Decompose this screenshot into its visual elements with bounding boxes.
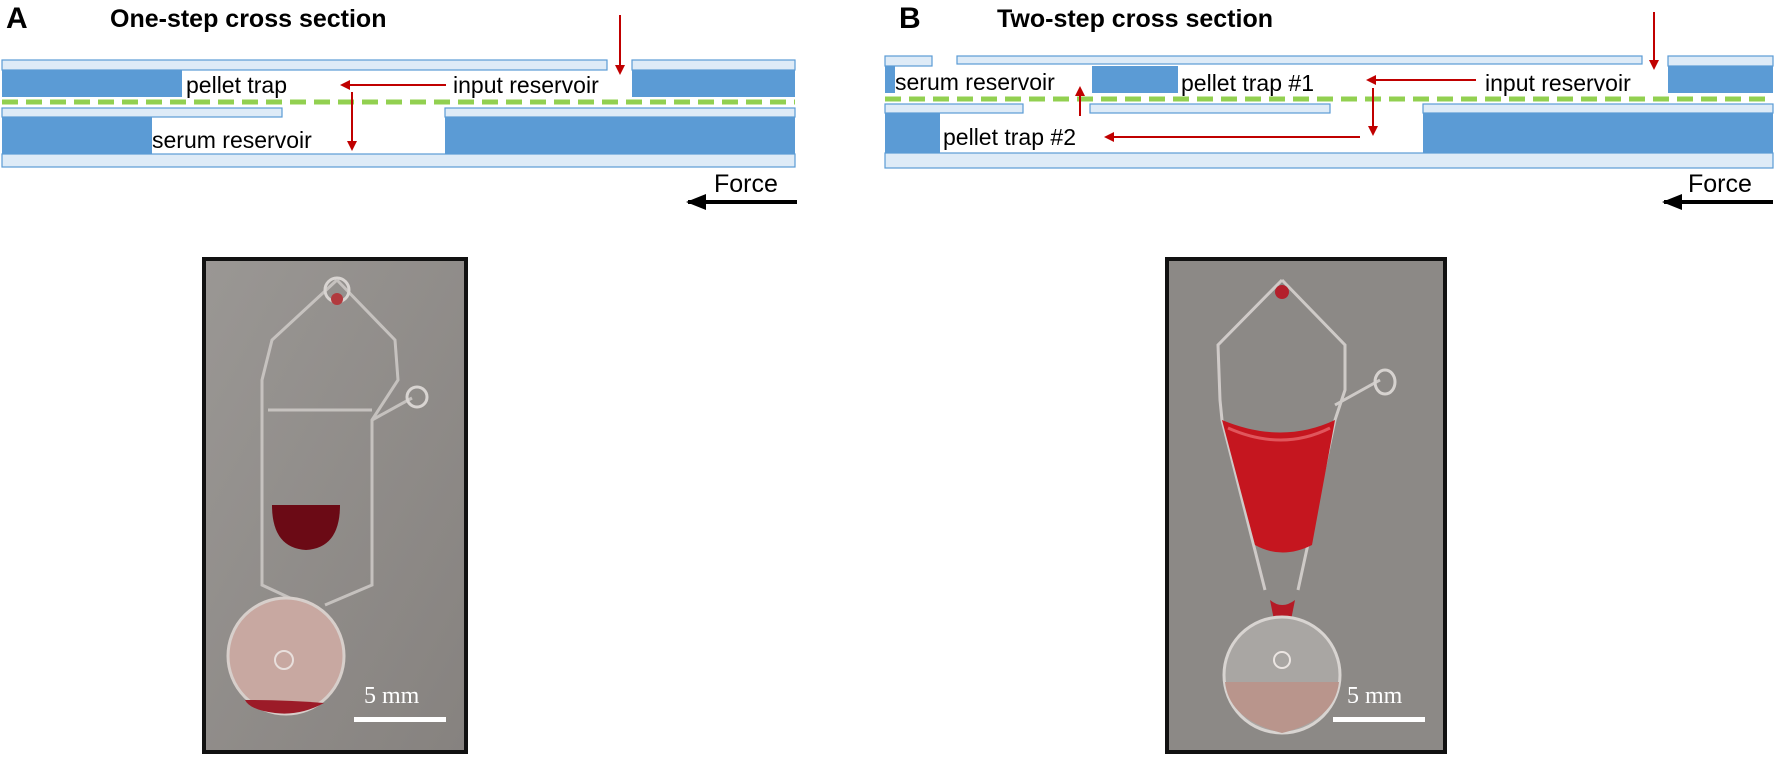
bottom-cover [1, 153, 796, 168]
serum-port-b [1273, 651, 1291, 669]
label-pellet-trap-2: pellet trap #2 [943, 124, 1076, 150]
middle-cover-right [444, 107, 796, 118]
inlet-drop-a [331, 293, 343, 305]
upper-layer-right [632, 70, 795, 97]
device-side-arm [371, 396, 413, 422]
middle-cover-left [1, 107, 283, 118]
middle-cover-b-right [1422, 103, 1774, 114]
force-label-a: Force [714, 170, 778, 198]
label-pellet-trap-1: pellet trap #1 [1181, 70, 1314, 96]
device-photo-b: 5 mm [1165, 257, 1447, 754]
upper-layer-b-middle [1092, 66, 1178, 93]
scale-bar-b [1333, 717, 1425, 722]
top-cover-b-right [1667, 55, 1774, 67]
bottom-cover-b [884, 152, 1774, 169]
serum-fill-b [1225, 682, 1339, 733]
serum-chamber-a [226, 596, 346, 716]
lower-layer-b-right [1423, 113, 1773, 153]
label-serum-reservoir-b: serum reservoir [895, 69, 1055, 95]
upper-layer-left [2, 70, 182, 97]
device-side-arm-b [1334, 378, 1381, 407]
blood-meniscus-b [1227, 426, 1331, 442]
label-serum-reservoir: serum reservoir [152, 127, 312, 153]
middle-cover-b-left [884, 103, 1024, 114]
label-pellet-trap: pellet trap [186, 72, 287, 98]
force-label-b: Force [1688, 170, 1752, 198]
label-input-reservoir: input reservoir [453, 72, 599, 98]
device-photo-a: 5 mm [202, 257, 468, 754]
panel-a-cross-section: pellet trap input reservoir serum reserv… [1, 15, 797, 210]
blood-pellet-trap-b [1222, 420, 1335, 553]
panel-b-title: Two-step cross section [997, 5, 1273, 33]
inlet-drop-b [1275, 285, 1289, 299]
upper-layer-b-left [885, 66, 895, 93]
device-channel-right [324, 278, 400, 607]
panel-a: A One-step cross section pellet trap inp… [1, 2, 797, 754]
lower-layer-b-left [885, 113, 940, 153]
device-channel-left [260, 278, 339, 607]
panel-b: B Two-step cross section serum reservoir [884, 2, 1774, 754]
middle-cover-b-middle [1089, 103, 1331, 114]
side-port-a [405, 385, 429, 409]
lower-layer-right [445, 117, 795, 154]
panel-b-letter: B [899, 2, 921, 35]
panel-a-letter: A [6, 2, 28, 35]
top-cover-left [1, 59, 608, 71]
scale-bar-label-a: 5 mm [364, 683, 420, 709]
serum-sediment-a [245, 700, 324, 714]
upper-layer-b-right [1668, 66, 1773, 93]
scale-bar-label-b: 5 mm [1347, 683, 1403, 709]
top-cover-b-left [884, 55, 933, 67]
device-channel-left-b [1216, 278, 1284, 591]
pellet-a [272, 505, 340, 550]
top-cover-right [631, 59, 796, 71]
scale-bar-a [354, 717, 446, 722]
side-port-b [1373, 368, 1397, 396]
lower-layer-left [2, 117, 152, 154]
serum-port-a [274, 650, 294, 670]
panel-b-cross-section: serum reservoir pellet trap #1 input res… [884, 12, 1774, 210]
top-cover-b-middle [956, 55, 1643, 65]
panel-a-title: One-step cross section [110, 5, 386, 33]
label-input-reservoir-b: input reservoir [1485, 70, 1631, 96]
